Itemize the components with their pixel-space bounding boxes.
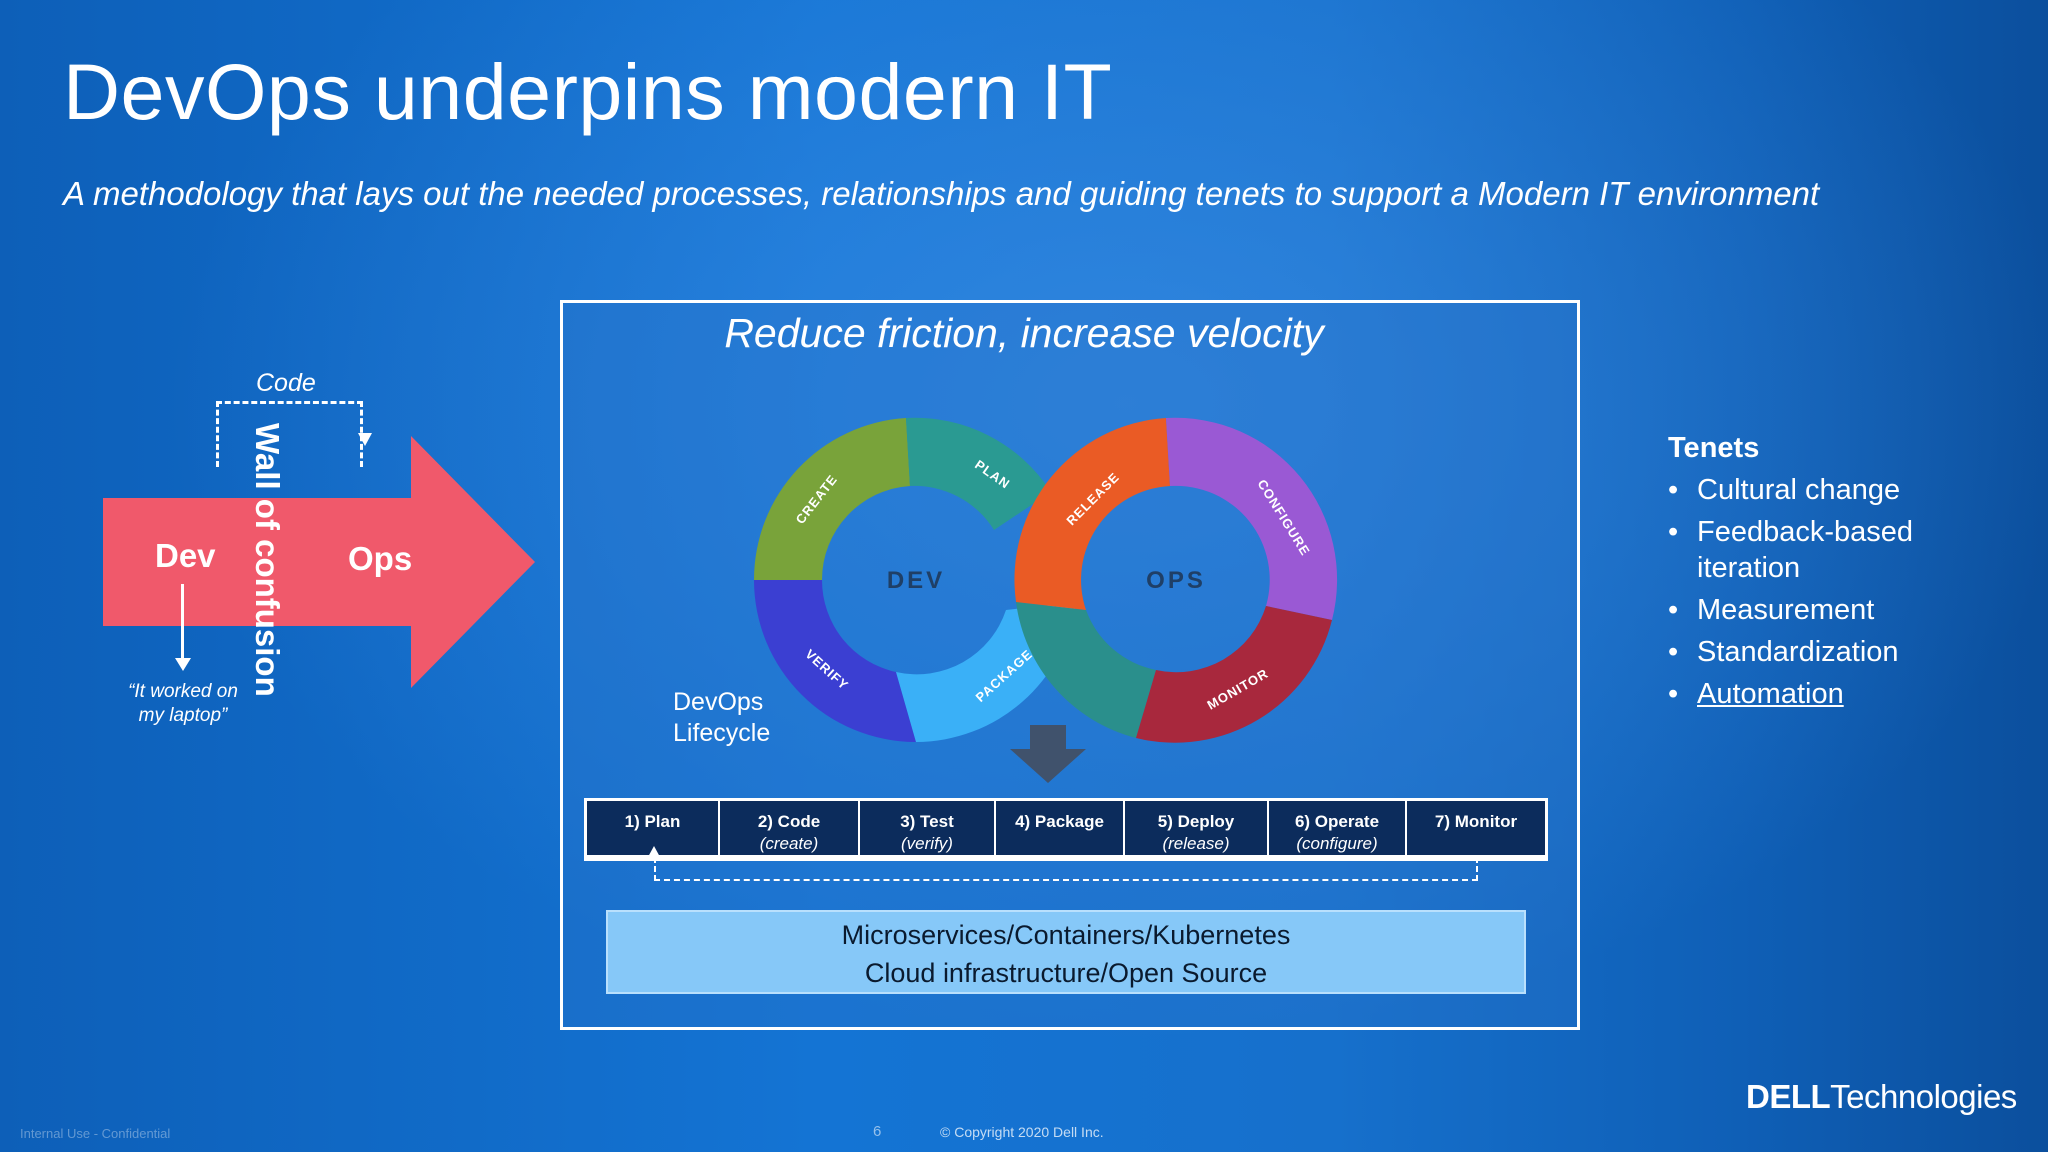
tenet-item: • Cultural change xyxy=(1668,472,1967,508)
phase-name: 7) Monitor xyxy=(1434,812,1518,831)
phase-operate: 6) Operate (configure) xyxy=(1269,801,1407,855)
phase-test: 3) Test (verify) xyxy=(860,801,996,855)
feedback-loop xyxy=(654,857,1478,881)
bullet-icon: • xyxy=(1668,636,1679,668)
phase-sub: (release) xyxy=(1162,834,1230,853)
tenet-item: • Feedback-based iteration xyxy=(1668,514,1967,586)
plan-segment xyxy=(906,417,1051,530)
crossover-segment xyxy=(1016,602,1156,738)
phase-name: 1) Plan xyxy=(624,812,681,831)
ops-ring xyxy=(1014,417,1338,743)
logo-dell: DELL xyxy=(1746,1078,1831,1115)
phase-plan: 1) Plan xyxy=(587,801,720,855)
tenet-item: • Automation xyxy=(1668,676,1967,712)
devops-infinity-loop: DEV OPS CREATE PLAN VERIFY PACKAGE RELEA… xyxy=(753,417,1338,743)
wall-of-confusion-label: Wall of confusion xyxy=(249,423,286,697)
feedback-arrowhead xyxy=(648,846,660,857)
phase-deploy: 5) Deploy (release) xyxy=(1125,801,1269,855)
code-label: Code xyxy=(256,369,316,397)
code-handoff-arrowhead xyxy=(358,433,372,446)
monitor-segment xyxy=(1136,606,1332,743)
devops-lifecycle-label: DevOps Lifecycle xyxy=(673,688,771,747)
tenet-text: Measurement xyxy=(1697,594,1875,626)
platform-line-2: Cloud infrastructure/Open Source xyxy=(864,958,1268,988)
dev-drop-line xyxy=(181,584,184,662)
tenets-list: • Cultural change • Feedback-based iterati… xyxy=(1668,472,1967,718)
tenet-text: Cultural change xyxy=(1697,474,1901,506)
footer-classification: Internal Use - Confidential xyxy=(20,1126,171,1141)
automation-link[interactable]: Automation xyxy=(1697,678,1844,710)
phase-name: 5) Deploy xyxy=(1157,812,1235,831)
phase-sub: (create) xyxy=(759,834,819,853)
phase-name: 4) Package xyxy=(1015,812,1104,831)
copyright: © Copyright 2020 Dell Inc. xyxy=(940,1124,1104,1140)
verify-segment xyxy=(754,580,916,742)
bullet-icon: • xyxy=(1668,516,1679,548)
phase-package: 4) Package xyxy=(996,801,1125,855)
platform-box: Microservices/Containers/Kubernetes Clou… xyxy=(606,910,1526,994)
phase-sub: (verify) xyxy=(901,834,953,853)
down-arrow xyxy=(1010,725,1086,783)
phase-name: 6) Operate xyxy=(1294,812,1380,831)
logo-technologies: Technologies xyxy=(1830,1078,2017,1115)
tenet-item: • Standardization xyxy=(1668,634,1967,670)
phase-table: 1) Plan 2) Code (create) 3) Test (verify… xyxy=(584,798,1548,861)
tenet-item: • Measurement xyxy=(1668,592,1967,628)
tenet-text: Feedback-based iteration xyxy=(1697,516,1914,584)
bullet-icon: • xyxy=(1668,678,1679,710)
bullet-icon: • xyxy=(1668,474,1679,506)
release-segment xyxy=(1014,418,1170,610)
tenet-text: Standardization xyxy=(1697,636,1899,668)
slide-title: DevOps underpins modern IT xyxy=(63,47,1113,136)
bullet-icon: • xyxy=(1668,594,1679,626)
laptop-quote: “It worked on my laptop” xyxy=(128,681,238,726)
phase-sub: (configure) xyxy=(1296,834,1378,853)
phase-monitor: 7) Monitor xyxy=(1407,801,1545,855)
configure-segment xyxy=(1166,417,1338,620)
panel-title: Reduce friction, increase velocity xyxy=(724,310,1324,356)
phase-name: 3) Test xyxy=(900,812,954,831)
dev-drop-arrowhead xyxy=(175,658,191,671)
slide-subtitle: A methodology that lays out the needed p… xyxy=(63,175,1820,212)
tenets-heading: Tenets xyxy=(1668,432,1760,464)
dev-label: Dev xyxy=(155,537,216,574)
page-number: 6 xyxy=(873,1123,882,1140)
platform-line-1: Microservices/Containers/Kubernetes xyxy=(841,920,1291,950)
phase-name: 2) Code xyxy=(757,812,821,831)
ops-label: Ops xyxy=(348,540,413,577)
dev-to-ops-arrow xyxy=(103,436,535,688)
phase-code: 2) Code (create) xyxy=(720,801,860,855)
create-segment xyxy=(753,418,910,580)
ops-ring-label: OPS xyxy=(1146,567,1206,594)
dell-technologies-logo: DELLTechnologies xyxy=(1746,1078,2017,1116)
dev-ring-label: DEV xyxy=(887,567,945,594)
